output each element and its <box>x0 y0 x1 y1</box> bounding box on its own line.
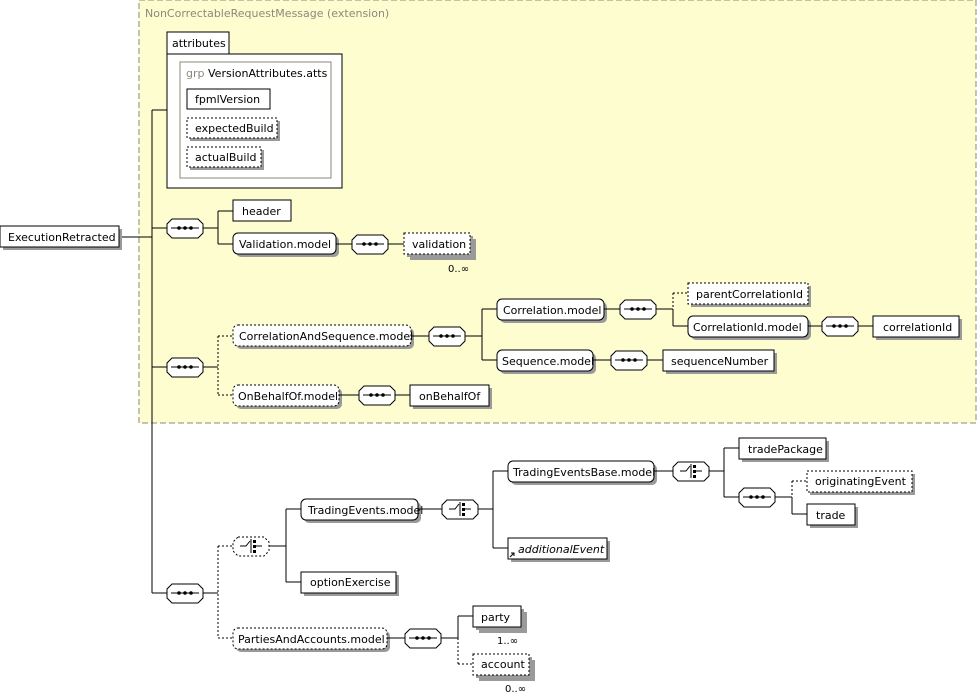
svg-text:party: party <box>481 611 511 624</box>
element-parent-correlation-id[interactable]: parentCorrelationId <box>687 282 811 307</box>
sequence-compositor-optional <box>166 357 204 378</box>
svg-text:sequenceNumber: sequenceNumber <box>671 355 769 368</box>
svg-text:tradePackage: tradePackage <box>748 443 823 456</box>
group-correlation-id-model[interactable]: CorrelationId.model <box>687 315 811 340</box>
svg-text:optionExercise: optionExercise <box>310 576 391 589</box>
grp-prefix: grp <box>186 67 205 80</box>
choice-compositor-optional <box>232 536 270 557</box>
reference-arrow-icon <box>509 552 515 558</box>
sequence-compositor <box>166 583 204 604</box>
sequence-compositor <box>738 487 776 508</box>
element-header[interactable]: header <box>232 199 292 222</box>
group-parties-and-accounts-model[interactable]: PartiesAndAccounts.model <box>232 627 390 652</box>
svg-text:onBehalfOf: onBehalfOf <box>419 390 481 403</box>
element-on-behalf-of[interactable]: onBehalfOf <box>409 384 492 409</box>
svg-text:actualBuild: actualBuild <box>195 151 256 164</box>
grp-name: VersionAttributes.atts <box>208 67 328 80</box>
group-trading-events-model[interactable]: TradingEvents.model <box>300 498 423 523</box>
element-trade[interactable]: trade <box>806 503 858 528</box>
element-option-exercise[interactable]: optionExercise <box>300 571 399 596</box>
extension-label: NonCorrectableRequestMessage (extension) <box>145 7 389 20</box>
sequence-compositor <box>404 628 442 649</box>
svg-text:TradingEventsBase.model: TradingEventsBase.model <box>512 466 655 479</box>
svg-text:originatingEvent: originatingEvent <box>815 475 907 488</box>
root-element[interactable]: ExecutionRetracted <box>0 225 122 250</box>
group-on-behalf-of-model[interactable]: OnBehalfOf.model <box>232 384 342 409</box>
svg-text:Validation.model: Validation.model <box>239 238 331 251</box>
svg-text:TradingEvents.model: TradingEvents.model <box>307 504 423 517</box>
element-correlation-id[interactable]: correlationId <box>872 315 962 340</box>
validation-cardinality: 0..∞ <box>448 264 469 275</box>
svg-text:ExecutionRetracted: ExecutionRetracted <box>8 231 116 244</box>
element-party[interactable]: party <box>472 605 527 633</box>
svg-text:validation: validation <box>412 238 466 251</box>
element-trade-package[interactable]: tradePackage <box>738 437 829 462</box>
svg-text:fpmlVersion: fpmlVersion <box>195 93 260 106</box>
sequence-compositor <box>610 350 648 371</box>
element-sequence-number[interactable]: sequenceNumber <box>662 349 777 374</box>
group-correlation-and-sequence-model[interactable]: CorrelationAndSequence.model <box>232 324 414 349</box>
attr-expectedBuild[interactable]: expectedBuild <box>186 117 280 141</box>
element-originating-event[interactable]: originatingEvent <box>806 470 915 495</box>
account-cardinality: 0..∞ <box>505 684 526 693</box>
element-account[interactable]: account <box>472 653 535 681</box>
group-trading-events-base-model[interactable]: TradingEventsBase.model <box>507 460 657 485</box>
svg-text:CorrelationAndSequence.model: CorrelationAndSequence.model <box>239 330 413 343</box>
element-additional-event[interactable]: additionalEvent <box>507 537 610 562</box>
sequence-compositor <box>351 234 389 255</box>
attr-actualBuild[interactable]: actualBuild <box>186 146 264 170</box>
sequence-compositor <box>619 299 657 320</box>
svg-text:header: header <box>242 205 281 218</box>
sequence-compositor <box>358 385 396 406</box>
svg-text:account: account <box>481 658 526 671</box>
sequence-compositor <box>821 316 859 337</box>
sequence-compositor <box>166 218 204 239</box>
attribute-group-title: grp VersionAttributes.atts <box>186 67 328 80</box>
attributes-tab: attributes <box>172 37 226 50</box>
svg-text:CorrelationId.model: CorrelationId.model <box>693 321 802 334</box>
attr-fpmlVersion[interactable]: fpmlVersion <box>186 88 271 110</box>
group-validation-model[interactable]: Validation.model <box>232 232 339 257</box>
sequence-compositor <box>428 326 466 347</box>
svg-text:additionalEvent: additionalEvent <box>518 543 605 556</box>
choice-compositor <box>672 461 710 482</box>
group-sequence-model[interactable]: Sequence.model <box>496 349 596 374</box>
party-cardinality: 1..∞ <box>497 636 518 647</box>
svg-text:correlationId: correlationId <box>883 321 952 334</box>
svg-text:parentCorrelationId: parentCorrelationId <box>696 288 803 301</box>
svg-text:trade: trade <box>816 509 846 522</box>
svg-text:Sequence.model: Sequence.model <box>502 355 594 368</box>
element-validation[interactable]: validation <box>403 232 476 260</box>
choice-compositor <box>441 499 479 520</box>
svg-text:PartiesAndAccounts.model: PartiesAndAccounts.model <box>238 633 385 646</box>
svg-text:OnBehalfOf.model: OnBehalfOf.model <box>238 390 338 403</box>
group-correlation-model[interactable]: Correlation.model <box>496 298 607 323</box>
svg-text:Correlation.model: Correlation.model <box>503 304 601 317</box>
svg-text:expectedBuild: expectedBuild <box>195 122 274 135</box>
